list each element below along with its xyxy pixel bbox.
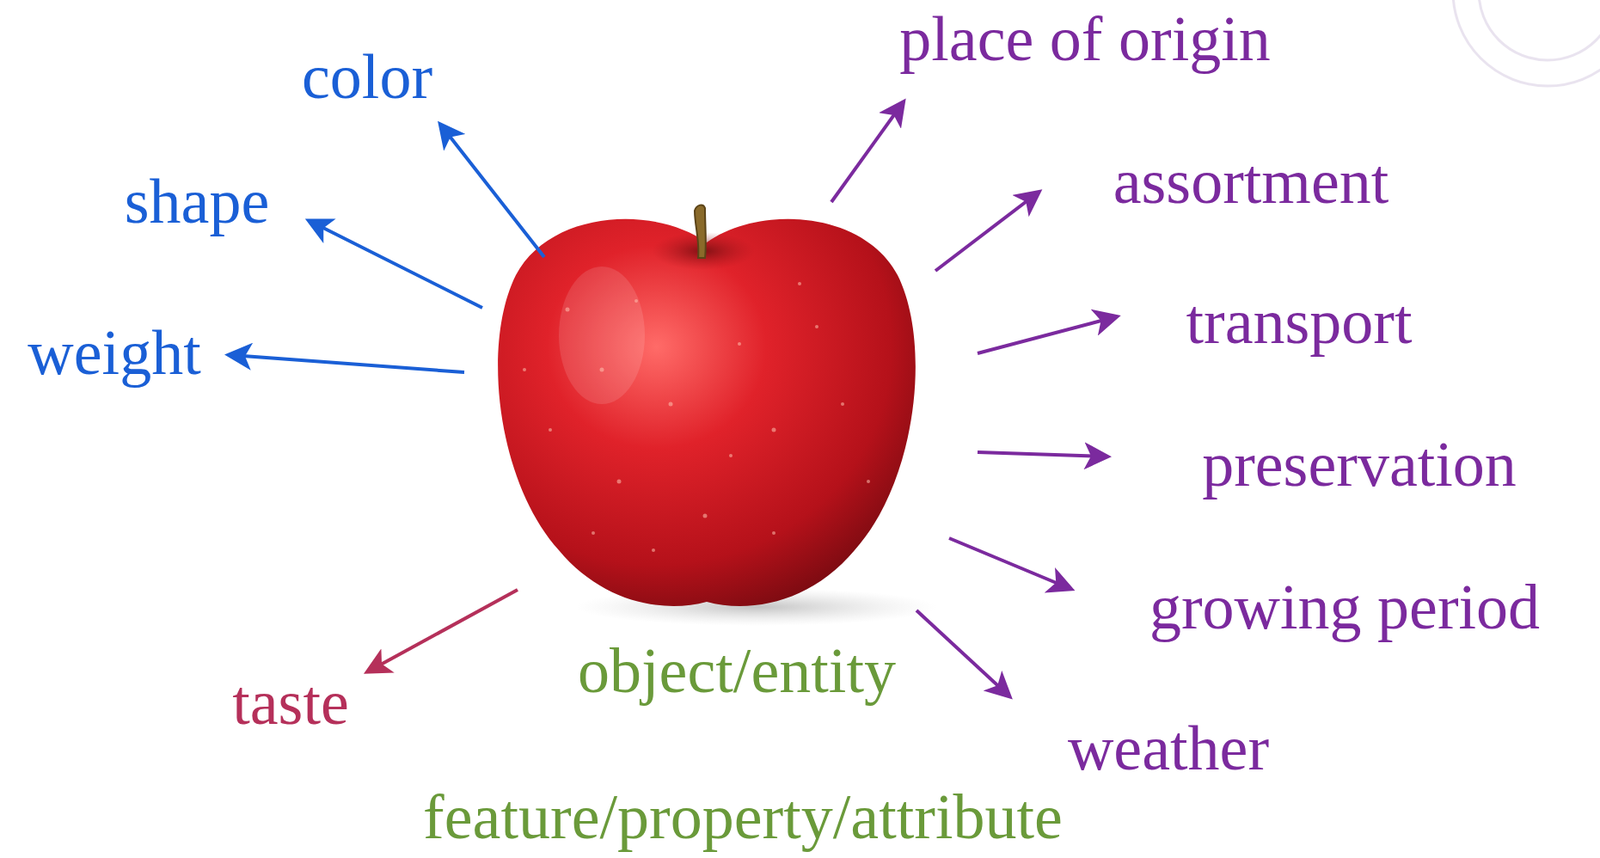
attribute-label: weight — [27, 320, 201, 385]
attribute-label: growing period — [1149, 575, 1540, 639]
concept-label: object/entity — [577, 638, 896, 703]
attribute-label: shape — [124, 169, 270, 233]
attribute-label: assortment — [1113, 149, 1390, 214]
attribute-arrows — [231, 104, 1115, 695]
attribute-label: preservation — [1201, 432, 1517, 497]
attribute-label: color — [301, 44, 433, 109]
seal-watermark — [1452, 0, 1600, 86]
concept-label: feature/property/attribute — [422, 784, 1063, 849]
attribute-label: weather — [1067, 716, 1269, 780]
attribute-label: place of origin — [899, 6, 1271, 71]
attribute-label: taste — [232, 670, 350, 735]
attribute-label: transport — [1185, 289, 1412, 354]
